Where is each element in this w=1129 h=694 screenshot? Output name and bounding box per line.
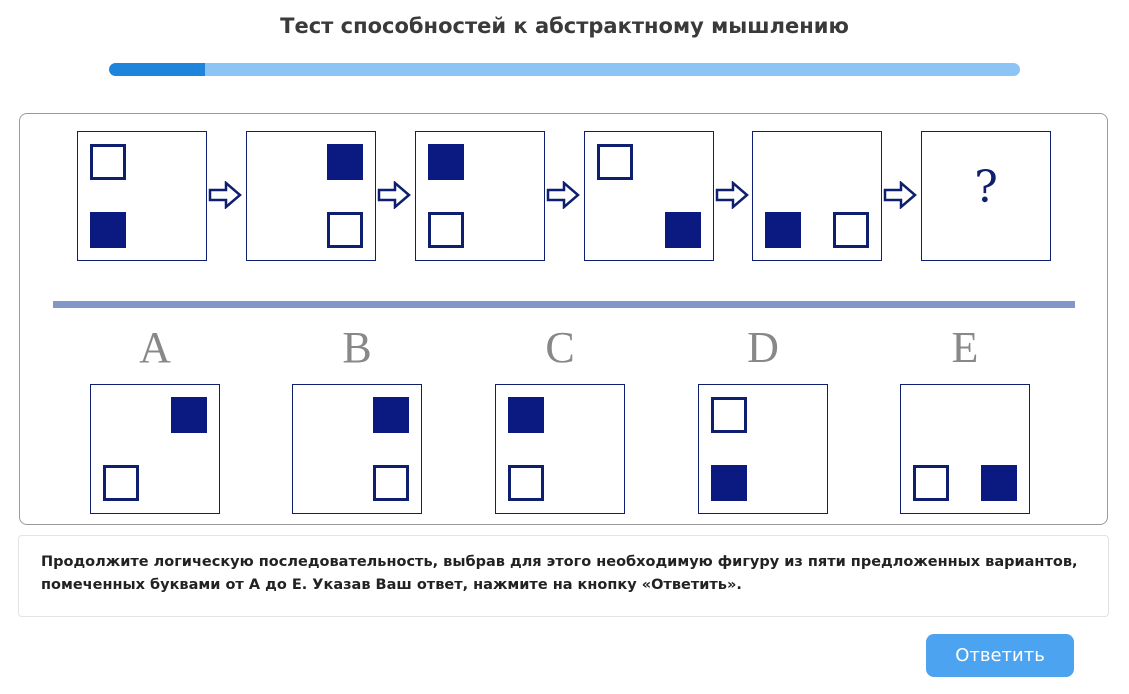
filled-square [428,144,464,180]
sequence-frame [584,131,714,261]
sequence-frame [246,131,376,261]
empty-square [428,212,464,248]
filled-square [90,212,126,248]
filled-square [765,212,801,248]
filled-square [508,397,544,433]
divider [53,301,1075,308]
answer-button[interactable]: Ответить [926,634,1074,677]
arrow-right-icon [883,181,917,209]
progress-bar [109,63,1020,76]
filled-square [373,397,409,433]
question-panel: ? A B C D E [19,113,1108,525]
empty-square [508,465,544,501]
option-letter-a[interactable]: A [139,323,171,372]
sequence-frame [752,131,882,261]
empty-square [597,144,633,180]
option-letter-e[interactable]: E [951,323,979,372]
option-frame-e[interactable] [900,384,1030,514]
option-frame-c[interactable] [495,384,625,514]
empty-square [913,465,949,501]
empty-square [103,465,139,501]
empty-square [90,144,126,180]
option-letter-d[interactable]: D [747,323,779,372]
option-letter-b[interactable]: B [342,323,372,372]
arrow-right-icon [715,181,749,209]
progress-fill [109,63,205,76]
option-frame-b[interactable] [292,384,422,514]
arrow-right-icon [546,181,580,209]
arrow-right-icon [208,181,242,209]
filled-square [171,397,207,433]
arrow-right-icon [377,181,411,209]
sequence-frame [415,131,545,261]
empty-square [373,465,409,501]
option-letter-c[interactable]: C [545,323,575,372]
empty-square [327,212,363,248]
empty-square [833,212,869,248]
page-title: Тест способностей к абстрактному мышлени… [280,14,849,38]
option-frame-d[interactable] [698,384,828,514]
filled-square [711,465,747,501]
option-frame-a[interactable] [90,384,220,514]
unknown-frame: ? [921,131,1051,261]
filled-square [665,212,701,248]
filled-square [981,465,1017,501]
filled-square [327,144,363,180]
instructions-box: Продолжите логическую последовательность… [18,535,1109,617]
question-mark: ? [974,162,998,213]
sequence-frame [77,131,207,261]
empty-square [711,397,747,433]
